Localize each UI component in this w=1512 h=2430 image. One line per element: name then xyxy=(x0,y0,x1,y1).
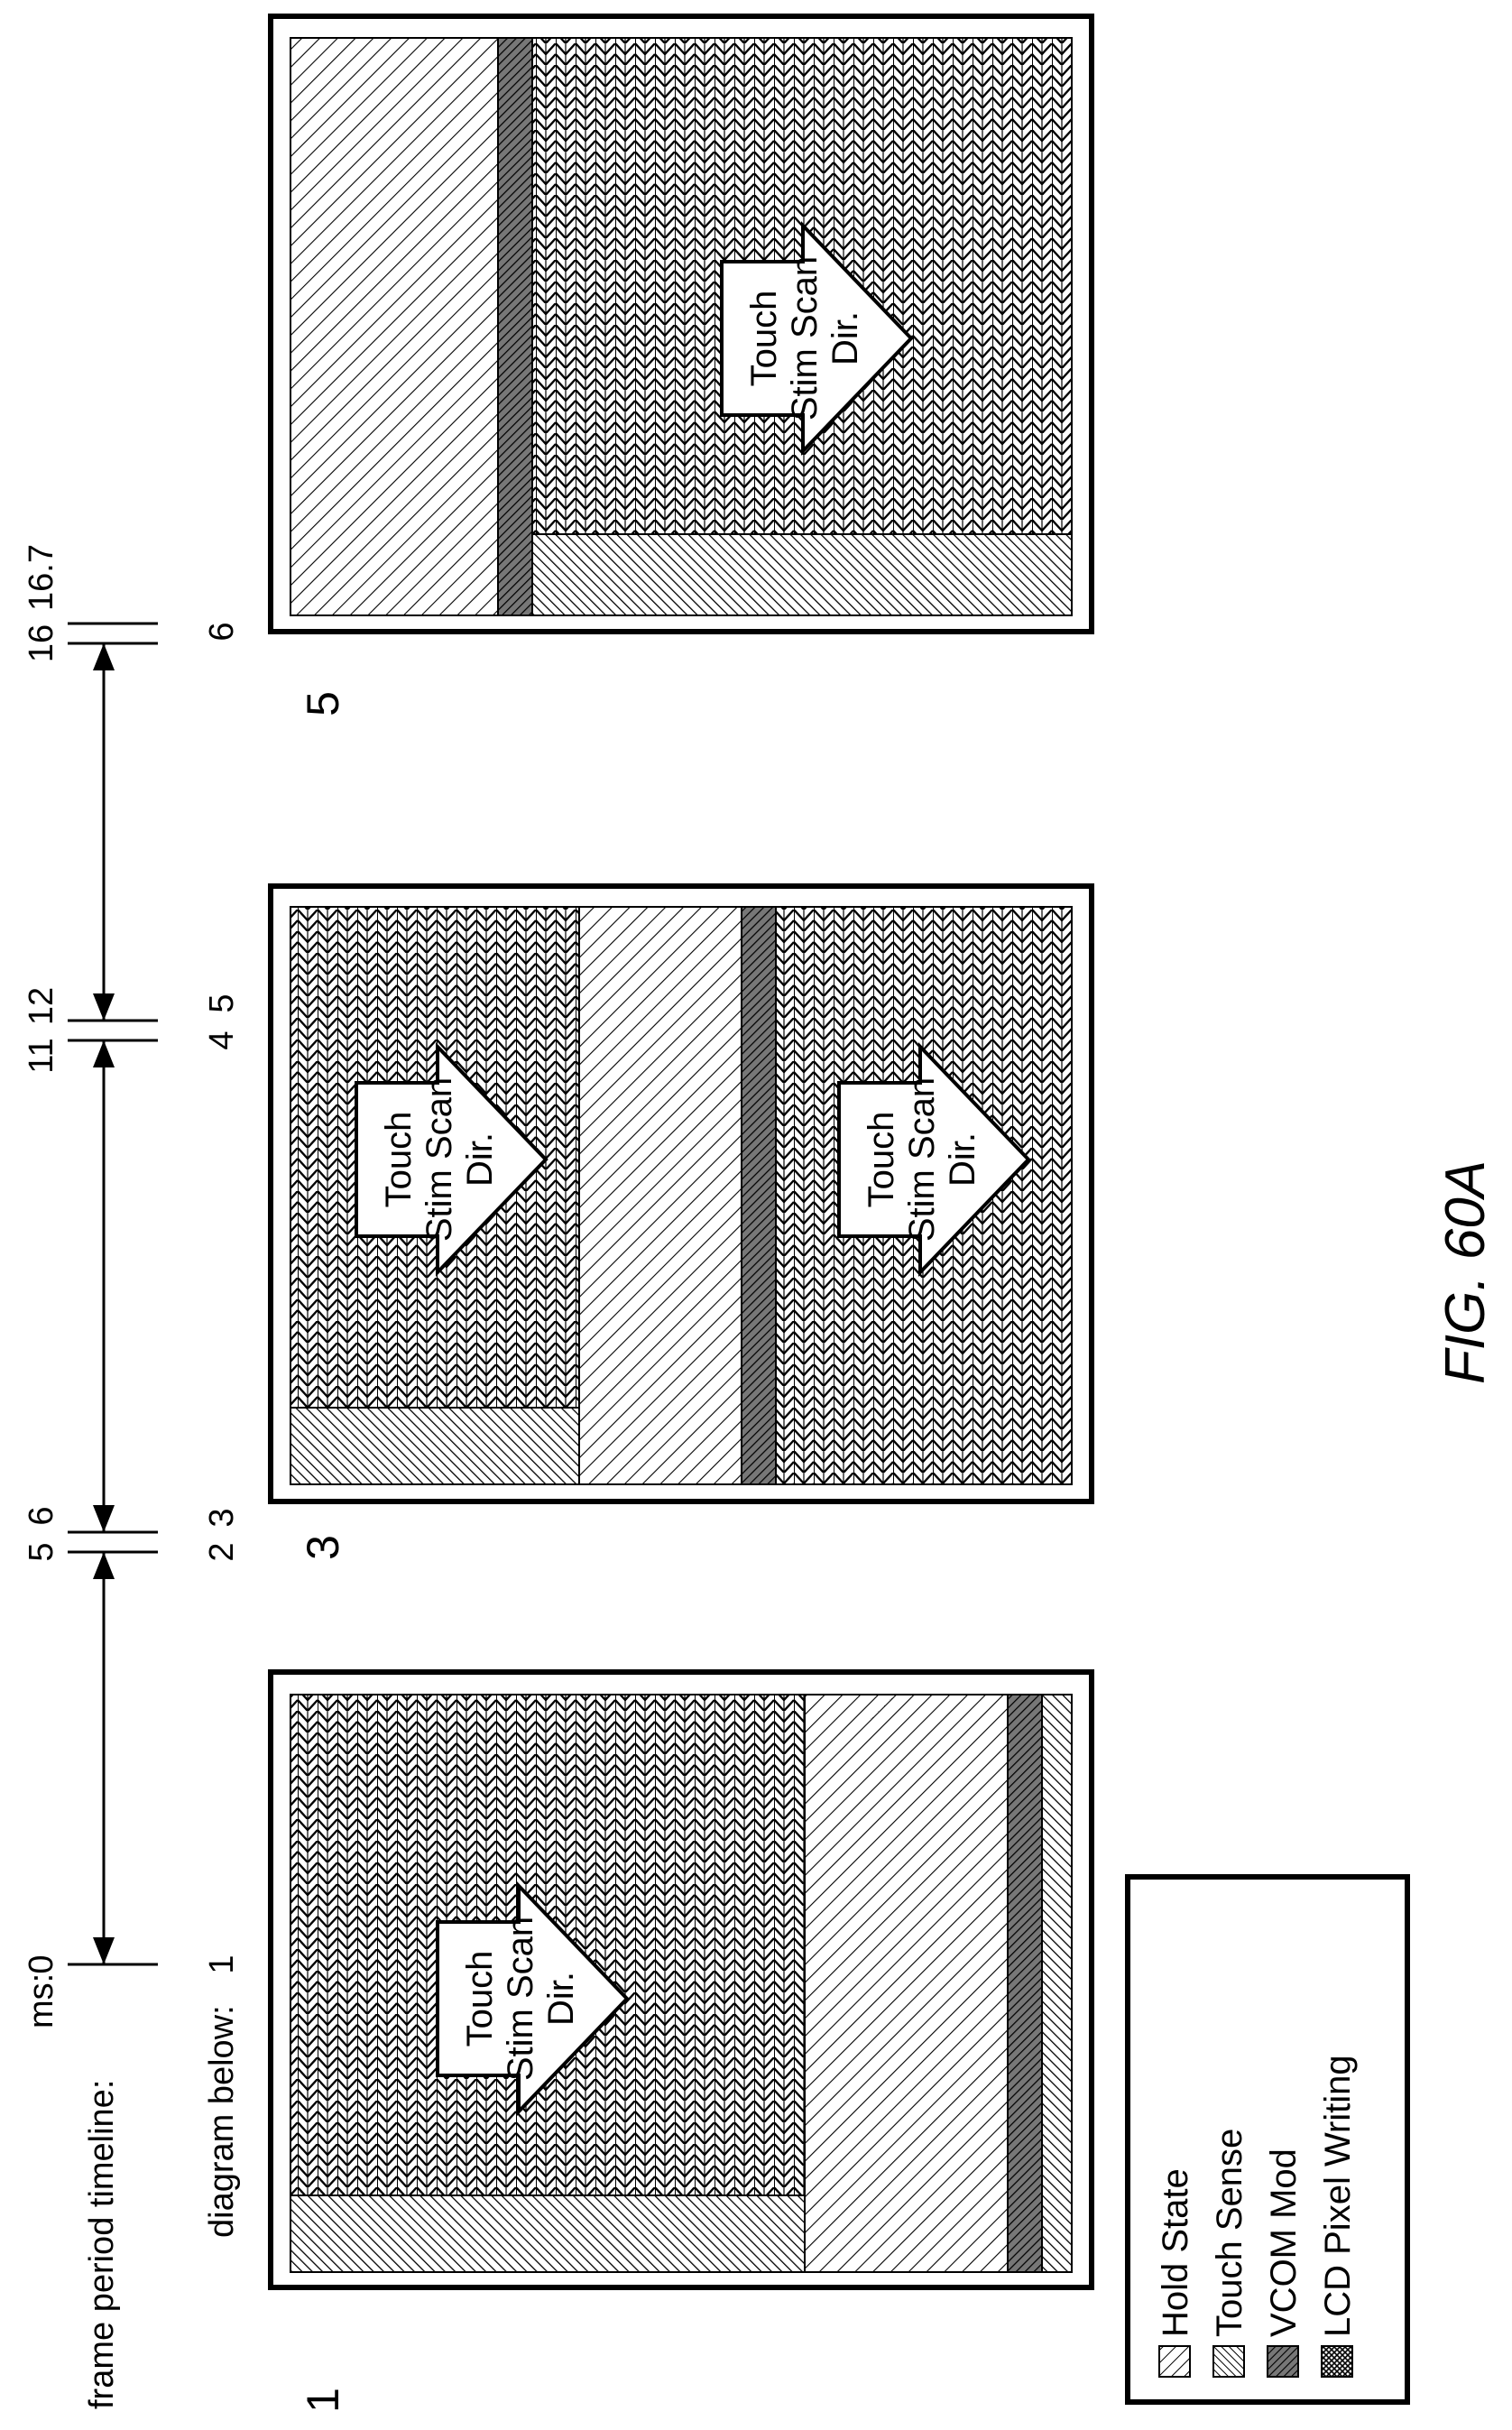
lcd-writing-strip xyxy=(1041,1694,1073,2273)
legend-label: LCD Pixel Writing xyxy=(1318,2055,1358,2337)
vcom-mod-region xyxy=(497,37,533,616)
frame-period-label: frame period timeline: xyxy=(83,2080,121,2409)
diagram-below-label: diagram below: xyxy=(203,2005,241,2238)
arrow-label-line: Dir. xyxy=(541,1972,581,2026)
hold-state-region xyxy=(578,906,742,1485)
legend-label: Touch Sense xyxy=(1210,2129,1249,2337)
legend-swatch-vcom-mod xyxy=(1267,2345,1299,2378)
vcom-mod-region xyxy=(741,906,777,1485)
panel-number: 3 xyxy=(298,1535,348,1560)
arrow-label-line: Stim Scan xyxy=(419,1077,459,1242)
arrow-label-line: Stim Scan xyxy=(501,1917,540,2081)
diagram-tick: 1 xyxy=(203,1954,241,1973)
diagram-tick: 3 xyxy=(203,1508,241,1527)
arrow-label-line: Touch xyxy=(460,1951,500,2047)
arrow-label-line: Touch xyxy=(862,1112,901,1208)
ms-tick: 0 xyxy=(23,1954,60,1973)
timeline-axis xyxy=(68,622,158,1966)
legend: Hold State Touch Sense VCOM Mod LCD Pixe… xyxy=(1125,1874,1410,2405)
arrow-label-line: Stim Scan xyxy=(785,256,825,420)
panel-5: Touch Stim Scan Dir. 5 xyxy=(268,14,1094,716)
diagram-tick: 2 xyxy=(203,1542,241,1561)
legend-swatch-lcd-pixel-writing xyxy=(1321,2345,1353,2378)
legend-box xyxy=(1125,1874,1410,2405)
legend-swatch-touch-sense xyxy=(1212,2345,1245,2378)
scan-direction-arrow xyxy=(355,1042,549,1277)
scan-direction-arrow xyxy=(436,1881,630,2116)
ms-tick: 12 xyxy=(23,987,60,1025)
arrow-label-line: Dir. xyxy=(825,311,865,365)
arrow-label-line: Touch xyxy=(379,1112,419,1208)
arrow-label-line: Dir. xyxy=(460,1132,500,1187)
scan-direction-arrow xyxy=(720,221,914,456)
vcom-mod-region xyxy=(1007,1694,1043,2273)
arrow-label-line: Touch xyxy=(744,291,784,387)
ms-tick: 5 xyxy=(23,1542,60,1561)
diagram-tick: 6 xyxy=(203,622,241,641)
figure-label: FIG. 60A xyxy=(1434,1160,1497,1384)
ms-tick: 16 xyxy=(23,624,60,662)
ms-label: ms: xyxy=(23,1973,60,2028)
diagram-tick: 5 xyxy=(203,993,241,1012)
panel-3: Touch Stim Scan Dir. Touch Stim Scan Dir… xyxy=(268,883,1094,1560)
panel-number: 1 xyxy=(298,2388,348,2413)
panel-1: Touch Stim Scan Dir. 1 xyxy=(268,1669,1094,2413)
panel-number: 5 xyxy=(298,691,348,716)
legend-label: VCOM Mod xyxy=(1264,2148,1304,2337)
hold-state-region xyxy=(804,1694,1009,2273)
arrow-label-line: Dir. xyxy=(943,1132,982,1187)
ms-tick: 11 xyxy=(23,1038,60,1073)
ms-tick: 6 xyxy=(23,1506,60,1525)
legend-swatch-hold-state xyxy=(1158,2345,1191,2378)
legend-label: Hold State xyxy=(1156,2168,1195,2337)
arrow-label-line: Stim Scan xyxy=(902,1077,942,1242)
diagram-tick: 4 xyxy=(203,1030,241,1049)
hold-state-region xyxy=(290,37,499,616)
timeline: ms: frame period timeline: diagram below… xyxy=(23,544,241,2409)
scan-direction-arrow xyxy=(837,1042,1031,1277)
timeline-arrowheads xyxy=(93,643,115,1964)
ms-tick: 16.7 xyxy=(23,544,60,611)
